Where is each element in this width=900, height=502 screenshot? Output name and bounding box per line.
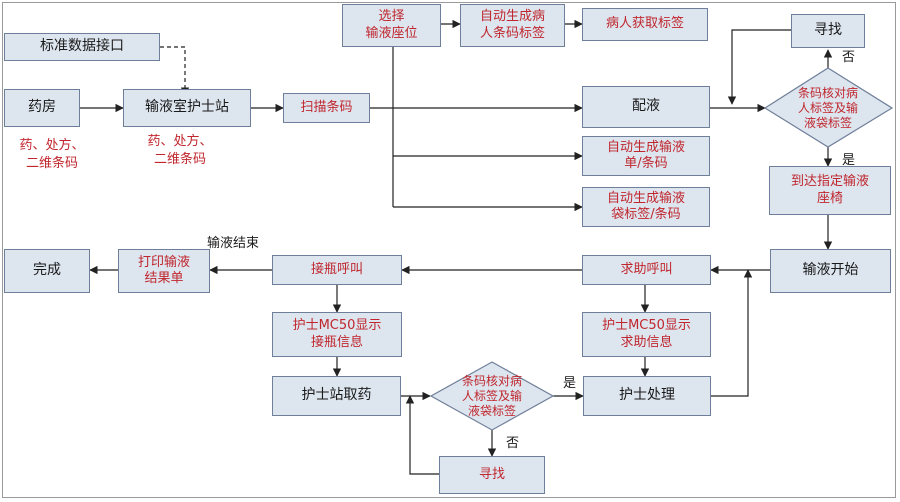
pharmacy-box: 药房 (4, 89, 80, 127)
edge-handle-to-start (711, 269, 753, 397)
yes-label-bottom: 是 (563, 376, 577, 391)
search-bottom-box: 寻找 (439, 456, 545, 494)
gen-patient-label-box: 自动生成病 人条码标签 (460, 4, 565, 47)
pharmacy-note: 药、处方、 二维条码 (19, 138, 85, 171)
infusion-start-box: 输液开始 (770, 249, 891, 293)
select-seat-box: 选择 输液座位 (342, 4, 441, 47)
nurse-mc50-help-box: 护士MC50显示 求助信息 (582, 312, 711, 357)
edge-interface-to-station (160, 46, 190, 96)
scan-barcode-box: 扫描条码 (283, 93, 370, 123)
yes-label-top: 是 (842, 153, 856, 168)
edge-search-back (727, 29, 791, 105)
edge-searchbottom-back (405, 395, 439, 475)
no-label-bottom: 否 (506, 436, 520, 451)
nurse-mc50-refill-box: 护士MC50显示 接瓶信息 (272, 312, 402, 357)
station-note: 药、处方、 二维条码 (147, 134, 213, 167)
check-top-text: 条码核对病 人标签及输 液袋标签 (797, 85, 858, 130)
check-bottom-diamond (429, 361, 555, 431)
nurse-handle-box: 护士处理 (583, 376, 711, 416)
gen-bag-label-box: 自动生成输液 袋标签/条码 (582, 187, 710, 227)
no-label-top: 否 (842, 50, 856, 65)
gen-infusion-sheet-box: 自动生成输液 单/条码 (582, 136, 710, 176)
print-result-box: 打印输液 结果单 (118, 249, 210, 293)
infusion-end-label: 输液结束 (207, 236, 260, 251)
dispense-box: 配液 (582, 86, 710, 128)
done-box: 完成 (4, 249, 90, 293)
search-top-box: 寻找 (791, 14, 865, 48)
refill-call-box: 接瓶呼叫 (272, 255, 402, 285)
nurse-get-drug-box: 护士站取药 (272, 376, 401, 416)
std-interface-box: 标准数据接口 (4, 33, 160, 61)
arrive-seat-box: 到达指定输液 座椅 (769, 166, 891, 215)
check-top-diamond (763, 67, 894, 148)
nurse-station-box: 输液室护士站 (123, 89, 251, 127)
help-call-box: 求助呼叫 (582, 255, 711, 285)
patient-get-label-box: 病人获取标签 (582, 8, 708, 41)
check-bottom-text: 条码核对病 人标签及输 液袋标签 (461, 373, 522, 418)
